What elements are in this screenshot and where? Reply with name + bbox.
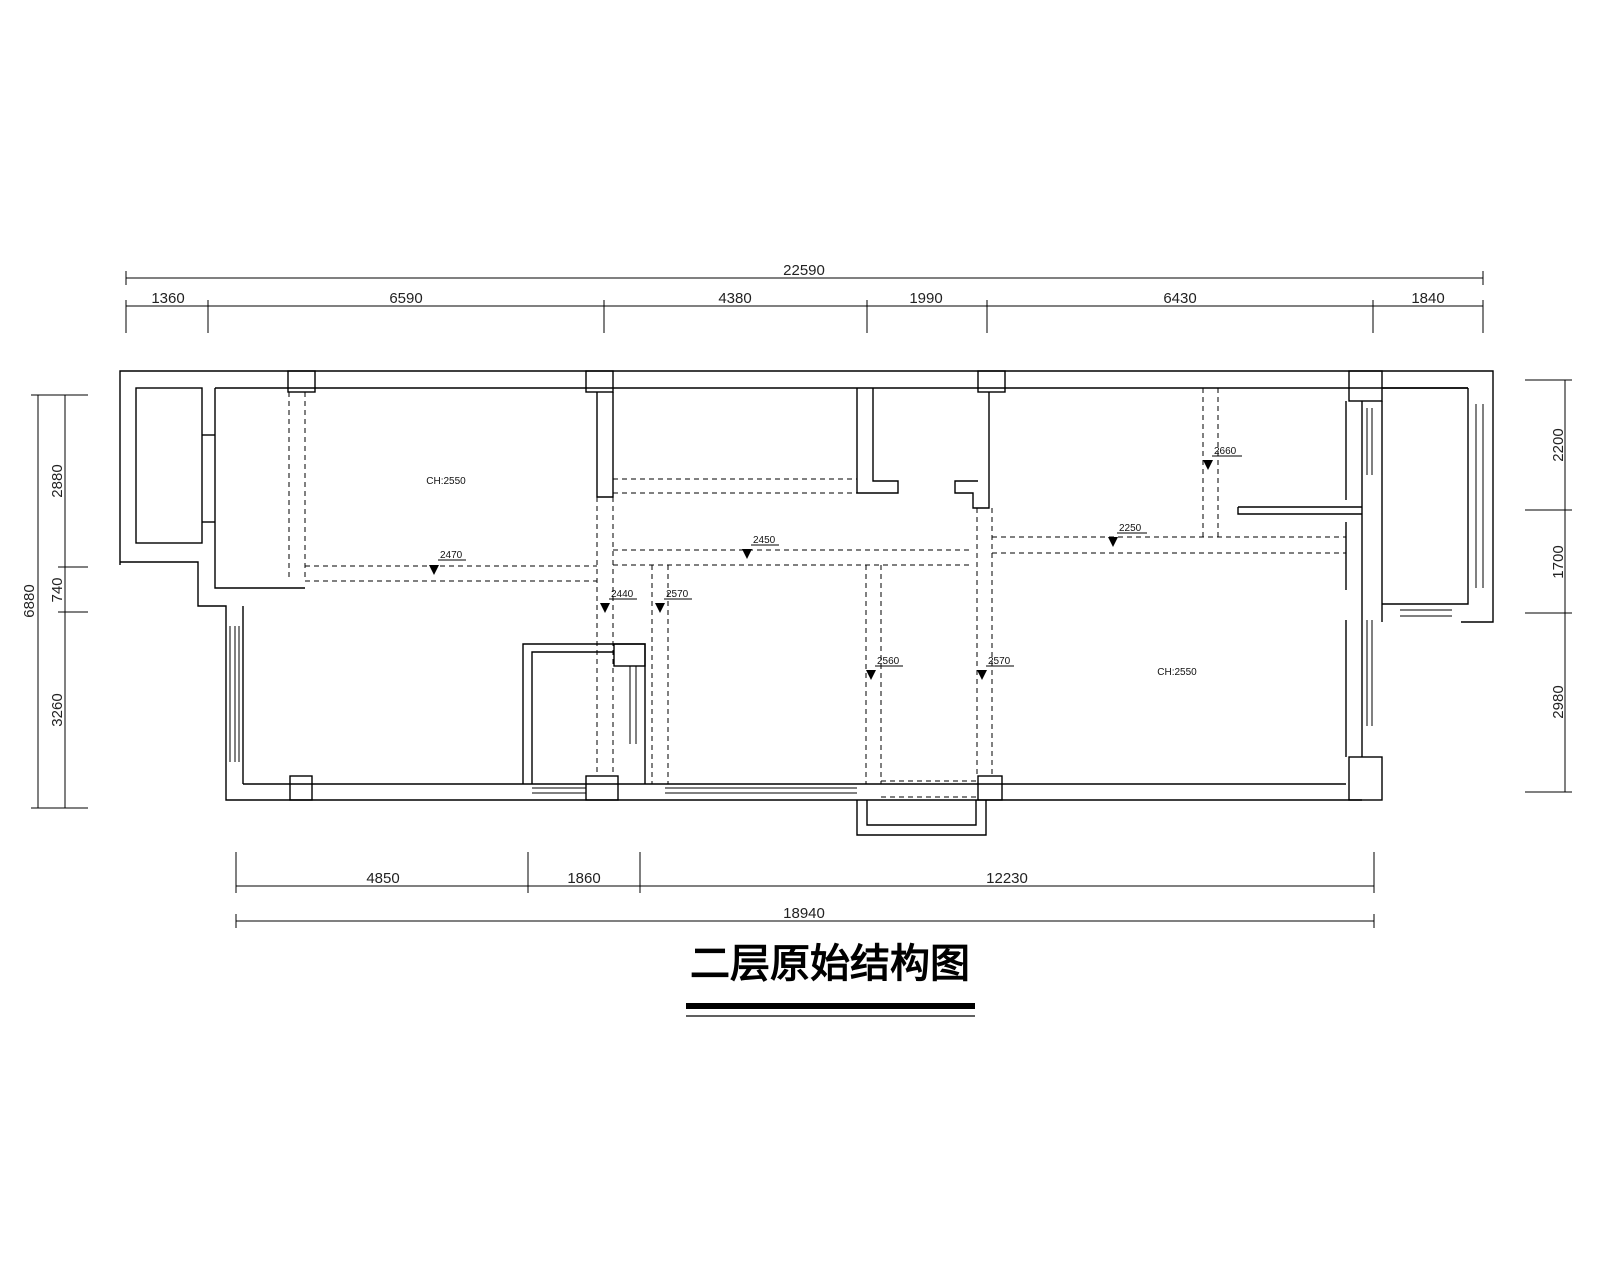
beam-level-marker: 2440 (600, 589, 637, 613)
top-dim-6: 1840 (1411, 290, 1444, 307)
walls (119, 370, 1494, 836)
bottom-dim-2: 1860 (567, 870, 600, 887)
bottom-dim-1: 4850 (366, 870, 399, 887)
right-dim-3: 2980 (1550, 685, 1567, 718)
bottom-total-dim: 18940 (783, 905, 825, 922)
left-dim-1: 2880 (49, 464, 66, 497)
beam-level-text: 2450 (753, 535, 776, 546)
beam-level-marker: 2250 (1108, 523, 1147, 547)
beam-level-text: 2660 (1214, 446, 1237, 457)
top-dim-4: 1990 (909, 290, 942, 307)
left-dim-3: 3260 (49, 693, 66, 726)
ceiling-height-label: CH:2550 (1157, 667, 1197, 678)
drawing-title: 二层原始结构图 (690, 941, 970, 987)
beam-level-text: 2440 (611, 589, 634, 600)
beam-level-text: 2570 (988, 656, 1011, 667)
beam-level-text: 2470 (440, 550, 463, 561)
beams (288, 388, 1346, 798)
top-total-dim: 22590 (783, 262, 825, 279)
top-dim-1: 1360 (151, 290, 184, 307)
left-dimension-chain: 6880 2880 740 3260 (21, 394, 88, 809)
beam-level-text: 2570 (666, 589, 689, 600)
beam-level-marker: 2570 (655, 589, 692, 613)
title-underline-thick (686, 1003, 975, 1009)
right-dim-2: 1700 (1550, 545, 1567, 578)
beam-level-marker: 2560 (866, 656, 903, 680)
top-dim-2: 6590 (389, 290, 422, 307)
top-dimension-chain: 22590 1360 6590 4380 1990 6430 1840 (125, 262, 1484, 333)
ceiling-height-label: CH:2550 (426, 476, 466, 487)
beam-level-text: 2250 (1119, 523, 1142, 534)
beam-level-marker: 2470 (429, 550, 466, 575)
top-dim-3: 4380 (718, 290, 751, 307)
beam-level-marker: 2570 (977, 656, 1014, 680)
left-total-dim: 6880 (21, 584, 38, 617)
right-dimension-chain: 2200 1700 2980 (1525, 379, 1572, 793)
beam-level-marker: 2660 (1203, 446, 1242, 470)
beam-level-marker: 2450 (742, 535, 779, 559)
bottom-dimension-chain: 4850 1860 12230 18940 (235, 852, 1375, 928)
beam-level-text: 2560 (877, 656, 900, 667)
left-dim-2: 740 (49, 577, 66, 602)
bottom-dim-3: 12230 (986, 870, 1028, 887)
top-dim-5: 6430 (1163, 290, 1196, 307)
right-dim-1: 2200 (1550, 428, 1567, 461)
